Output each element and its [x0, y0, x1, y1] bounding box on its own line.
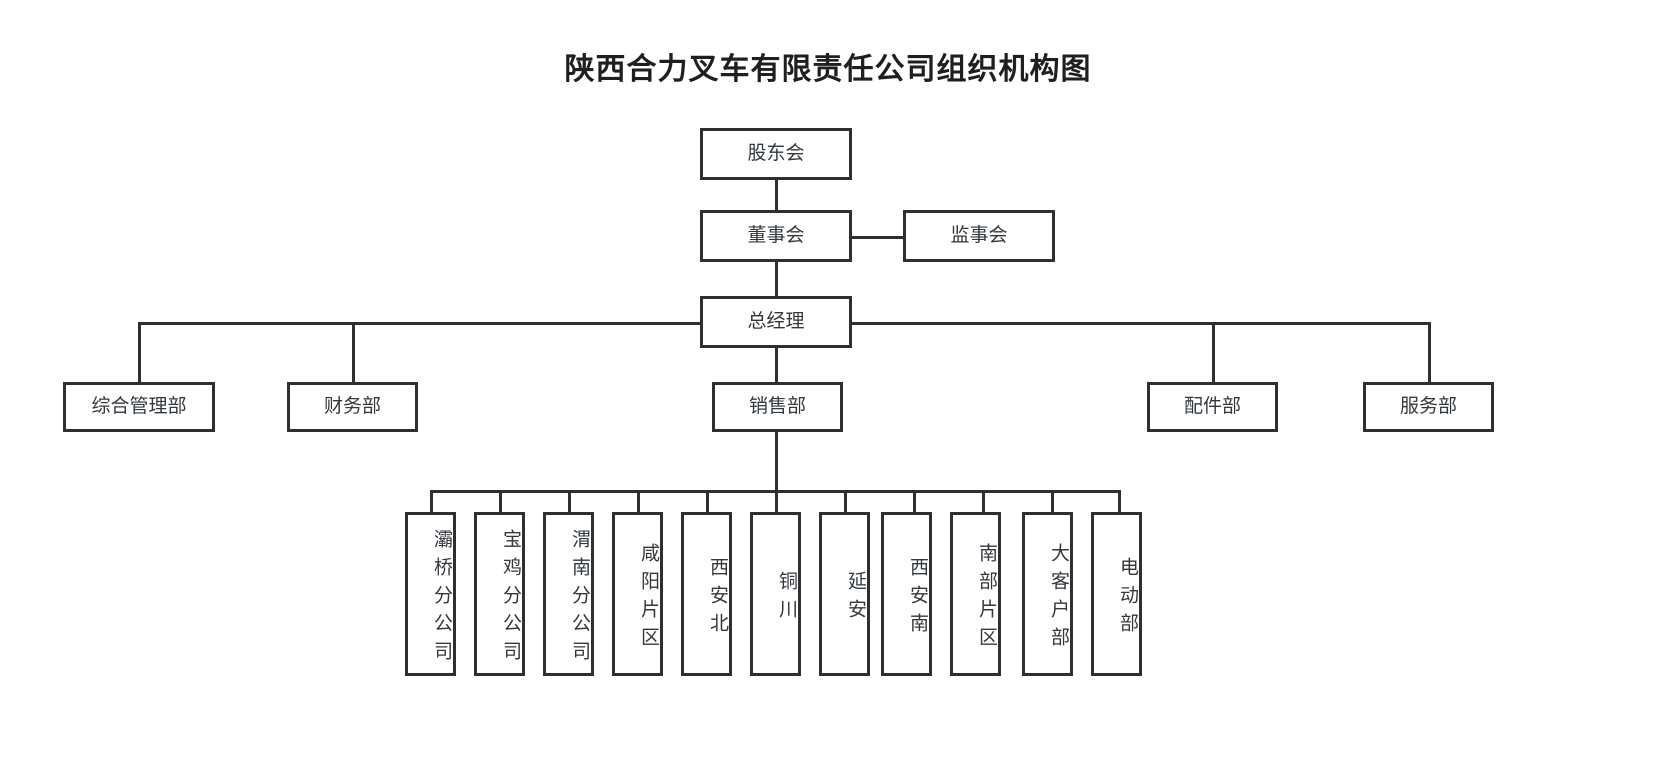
connector-bus-service	[1428, 322, 1431, 384]
departments-bus-left	[138, 322, 700, 325]
node-branch-weinan[interactable]: 渭南分公司	[543, 512, 594, 676]
node-general-admin-dept[interactable]: 综合管理部	[63, 382, 215, 432]
connector-branch-10	[1051, 490, 1054, 514]
node-branch-key-accounts[interactable]: 大客户部	[1022, 512, 1073, 676]
node-supervisory-board[interactable]: 监事会	[903, 210, 1055, 262]
node-board-of-directors[interactable]: 董事会	[700, 210, 852, 262]
connector-gm-bus	[775, 348, 778, 384]
connector-bus-parts	[1212, 322, 1215, 384]
node-sales-dept[interactable]: 销售部	[712, 382, 843, 432]
node-finance-dept[interactable]: 财务部	[287, 382, 418, 432]
connector-branch-9	[982, 490, 985, 514]
connector-branch-3	[568, 490, 571, 514]
connector-branch-6	[775, 490, 778, 514]
connector-branch-2	[499, 490, 502, 514]
connector-shareholders-board	[775, 178, 778, 212]
connector-branch-1	[430, 490, 433, 514]
connector-bus-finance	[352, 322, 355, 384]
node-branch-xianyang[interactable]: 咸阳片区	[612, 512, 663, 676]
page-title: 陕西合力叉车有限责任公司组织机构图	[564, 52, 1092, 87]
node-branch-electric[interactable]: 电动部	[1091, 512, 1142, 676]
node-branch-bainqiao[interactable]: 灞桥分公司	[405, 512, 456, 676]
node-general-manager[interactable]: 总经理	[700, 296, 852, 348]
connector-branch-5	[706, 490, 709, 514]
departments-bus-right	[850, 322, 1430, 325]
connector-branch-4	[637, 490, 640, 514]
node-branch-tongchuan[interactable]: 铜川	[750, 512, 801, 676]
connector-branch-11	[1118, 490, 1121, 514]
connector-sales-branch-bus	[775, 430, 778, 492]
node-branch-south-region[interactable]: 南部片区	[950, 512, 1001, 676]
connector-board-supervisors	[850, 236, 905, 239]
connector-branch-7	[844, 490, 847, 514]
node-shareholders[interactable]: 股东会	[700, 128, 852, 180]
node-branch-xian-north[interactable]: 西安北	[681, 512, 732, 676]
node-branch-yanan[interactable]: 延安	[819, 512, 870, 676]
node-branch-baoji[interactable]: 宝鸡分公司	[474, 512, 525, 676]
connector-board-gm	[775, 262, 778, 298]
node-parts-dept[interactable]: 配件部	[1147, 382, 1278, 432]
node-service-dept[interactable]: 服务部	[1363, 382, 1494, 432]
connector-branch-8	[913, 490, 916, 514]
node-branch-xian-south[interactable]: 西安南	[881, 512, 932, 676]
connector-bus-general-admin	[138, 322, 141, 384]
